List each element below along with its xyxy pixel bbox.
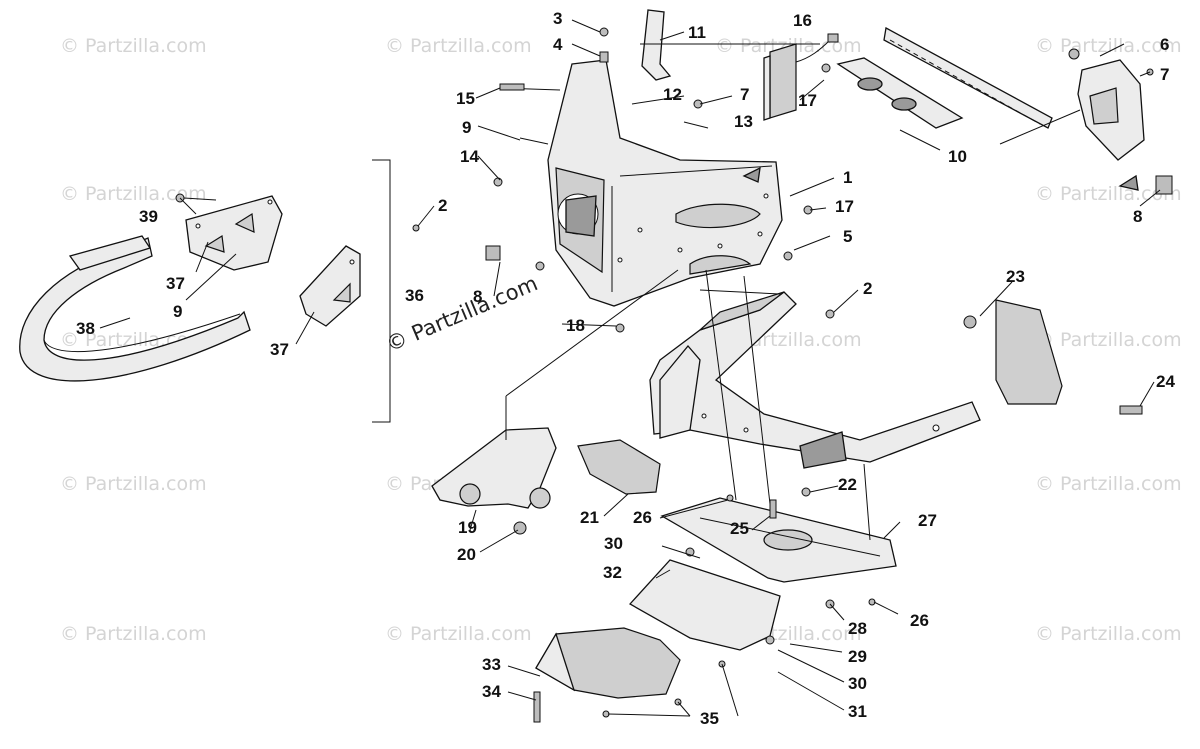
- callout-31: 31: [848, 702, 867, 721]
- callout-8: 8: [1133, 207, 1142, 226]
- callout-9: 9: [173, 302, 182, 321]
- watermark: © Partzilla.com: [385, 35, 532, 57]
- mounting-plate: [836, 57, 964, 129]
- callout-28: 28: [848, 619, 867, 638]
- watermark: © Partzilla.com: [60, 473, 207, 495]
- lower-guard: [535, 627, 681, 699]
- callout-38: 38: [76, 319, 95, 338]
- callout-14: 14: [460, 147, 479, 166]
- callout-35: 35: [700, 709, 719, 728]
- watermark: © Partzilla.com: [1035, 183, 1182, 205]
- callout-3: 3: [553, 9, 562, 28]
- bumper-bracket-left: [175, 193, 283, 271]
- front-frame: [649, 291, 981, 469]
- callout-37: 37: [270, 340, 289, 359]
- callout-6: 6: [1160, 35, 1169, 54]
- center-watermark: © Partzilla.com: [383, 271, 542, 356]
- callout-1: 1: [843, 168, 852, 187]
- watermark: © Partzilla.com: [60, 35, 207, 57]
- callout-2: 2: [438, 196, 447, 215]
- callout-19: 19: [458, 518, 477, 537]
- callout-25: 25: [730, 519, 749, 538]
- fasteners: [412, 27, 1143, 723]
- callout-29: 29: [848, 647, 867, 666]
- belly-pan: [660, 497, 897, 583]
- callout-32: 32: [603, 563, 622, 582]
- callout-22: 22: [838, 475, 857, 494]
- group-bracket-36: [372, 159, 391, 423]
- callout-24: 24: [1156, 372, 1175, 391]
- callouts: 1 2 2 3 4 5 6 7 7 8 8 9 9 10 11 12 13 14…: [76, 9, 1175, 728]
- side-bracket: [999, 48, 1173, 195]
- front-bumper: [19, 235, 251, 382]
- callout-9: 9: [462, 118, 471, 137]
- callout-30: 30: [848, 674, 867, 693]
- callout-20: 20: [457, 545, 476, 564]
- callout-21: 21: [580, 508, 599, 527]
- callout-11: 11: [688, 23, 706, 42]
- callout-17: 17: [835, 197, 854, 216]
- callout-15: 15: [456, 89, 475, 108]
- callout-34: 34: [482, 682, 501, 701]
- callout-16: 16: [793, 11, 812, 30]
- electronic-module: [763, 33, 839, 121]
- leader-lines: [99, 19, 1161, 717]
- callout-5: 5: [843, 227, 852, 246]
- callout-7: 7: [740, 85, 749, 104]
- watermark: © Partzilla.com: [1035, 473, 1182, 495]
- callout-10: 10: [948, 147, 967, 166]
- bulkhead-frame: [547, 59, 783, 307]
- skid-plate: [628, 547, 781, 651]
- callout-18: 18: [566, 316, 585, 335]
- crossbar: [883, 26, 1053, 129]
- spindle-housing: [577, 439, 661, 495]
- callout-17: 17: [798, 91, 817, 110]
- watermark: © Partzilla.com: [385, 623, 532, 645]
- watermark: © Partzilla.com: [1035, 329, 1182, 351]
- watermark: © Partzilla.com: [60, 623, 207, 645]
- parts-layer: [19, 9, 1173, 723]
- callout-23: 23: [1006, 267, 1025, 286]
- callout-13: 13: [734, 112, 753, 131]
- watermark: © Partzilla.com: [1035, 623, 1182, 645]
- suspension-arm: [431, 427, 557, 535]
- callout-12: 12: [663, 85, 682, 104]
- callout-26: 26: [910, 611, 929, 630]
- callout-37: 37: [166, 274, 185, 293]
- callout-8: 8: [473, 287, 482, 306]
- watermark: © Partzilla.com: [60, 183, 207, 205]
- callout-33: 33: [482, 655, 501, 674]
- callout-26: 26: [633, 508, 652, 527]
- steering-bracket: [641, 9, 672, 81]
- callout-36: 36: [405, 286, 424, 305]
- callout-39: 39: [139, 207, 158, 226]
- callout-2: 2: [863, 279, 872, 298]
- bumper-bracket-right: [299, 245, 361, 327]
- callout-7: 7: [1160, 65, 1169, 84]
- callout-30: 30: [604, 534, 623, 553]
- callout-27: 27: [918, 511, 937, 530]
- callout-4: 4: [553, 35, 563, 54]
- watermark-layer: © Partzilla.com © Partzilla.com © Partzi…: [60, 35, 1182, 645]
